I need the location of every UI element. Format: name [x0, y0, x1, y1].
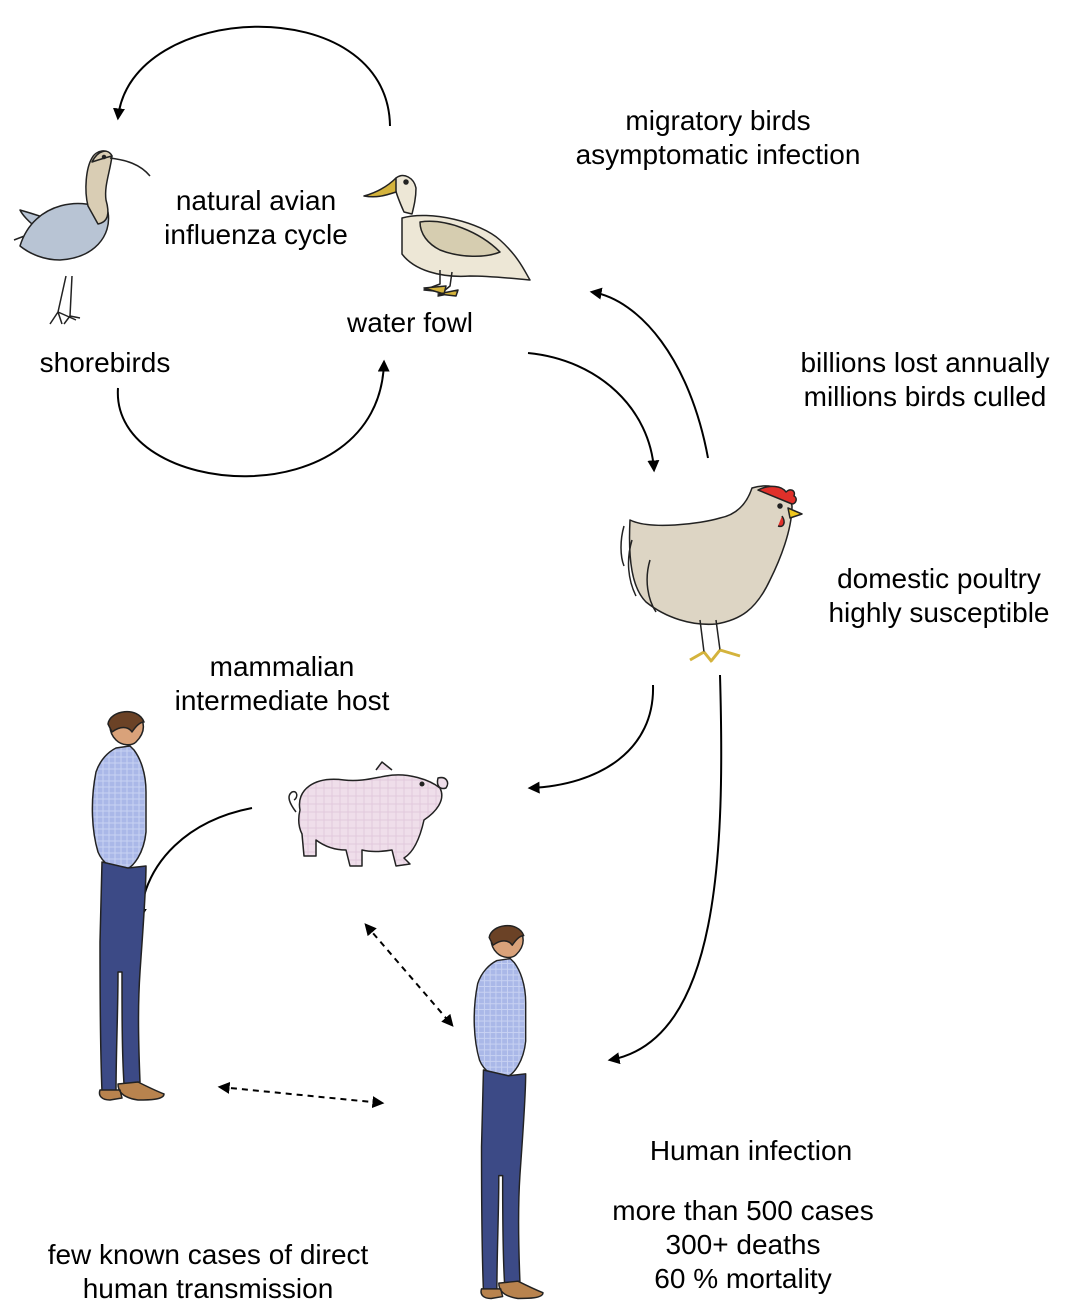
label-human-infection: Human infection	[650, 1134, 852, 1168]
arrow-pig-human-dashed	[366, 925, 452, 1025]
label-human-stats-line-3: 60 % mortality	[612, 1262, 874, 1296]
label-natural-cycle: natural avian influenza cycle	[164, 184, 348, 252]
duck-icon	[364, 176, 530, 296]
label-economic-line-1: billions lost annually	[800, 346, 1049, 380]
label-poultry-line-1: domestic poultry	[828, 562, 1049, 596]
label-human-stats: more than 500 cases 300+ deaths 60 % mor…	[612, 1194, 874, 1296]
label-poultry: domestic poultry highly susceptible	[828, 562, 1049, 630]
arrow-waterfowl-to-shorebirds	[118, 27, 390, 126]
arrow-pig-to-person	[140, 808, 252, 918]
label-migratory: migratory birds asymptomatic infection	[576, 104, 861, 172]
label-poultry-line-2: highly susceptible	[828, 596, 1049, 630]
label-natural-cycle-line-1: natural avian	[164, 184, 348, 218]
arrow-poultry-to-migratory	[592, 292, 708, 458]
label-direct-transmission-line-1: few known cases of direct	[48, 1238, 369, 1272]
label-mammal-line-2: intermediate host	[175, 684, 390, 718]
label-migratory-line-2: asymptomatic infection	[576, 138, 861, 172]
pig-icon	[289, 762, 448, 866]
label-shorebirds-text: shorebirds	[40, 346, 171, 380]
label-human-infection-title: Human infection	[650, 1134, 852, 1168]
label-economic: billions lost annually millions birds cu…	[800, 346, 1049, 414]
person-icon	[474, 926, 543, 1299]
arrow-poultry-to-human	[610, 675, 721, 1060]
label-water-fowl-text: water fowl	[347, 306, 473, 340]
label-economic-line-2: millions birds culled	[800, 380, 1049, 414]
arrow-waterfowl-to-poultry	[528, 353, 654, 470]
label-migratory-line-1: migratory birds	[576, 104, 861, 138]
arrow-person-person-dashed	[220, 1087, 382, 1103]
label-direct-transmission-line-2: human transmission	[48, 1272, 369, 1306]
shorebird-icon	[14, 151, 150, 324]
label-human-stats-line-1: more than 500 cases	[612, 1194, 874, 1228]
label-mammal-line-1: mammalian	[175, 650, 390, 684]
person-icon	[92, 712, 164, 1100]
label-direct-transmission: few known cases of direct human transmis…	[48, 1238, 369, 1306]
label-shorebirds: shorebirds	[40, 346, 171, 380]
arrow-poultry-to-pig	[530, 685, 653, 788]
label-natural-cycle-line-2: influenza cycle	[164, 218, 348, 252]
label-human-stats-line-2: 300+ deaths	[612, 1228, 874, 1262]
chicken-icon	[621, 486, 802, 662]
label-water-fowl: water fowl	[347, 306, 473, 340]
label-mammal: mammalian intermediate host	[175, 650, 390, 718]
